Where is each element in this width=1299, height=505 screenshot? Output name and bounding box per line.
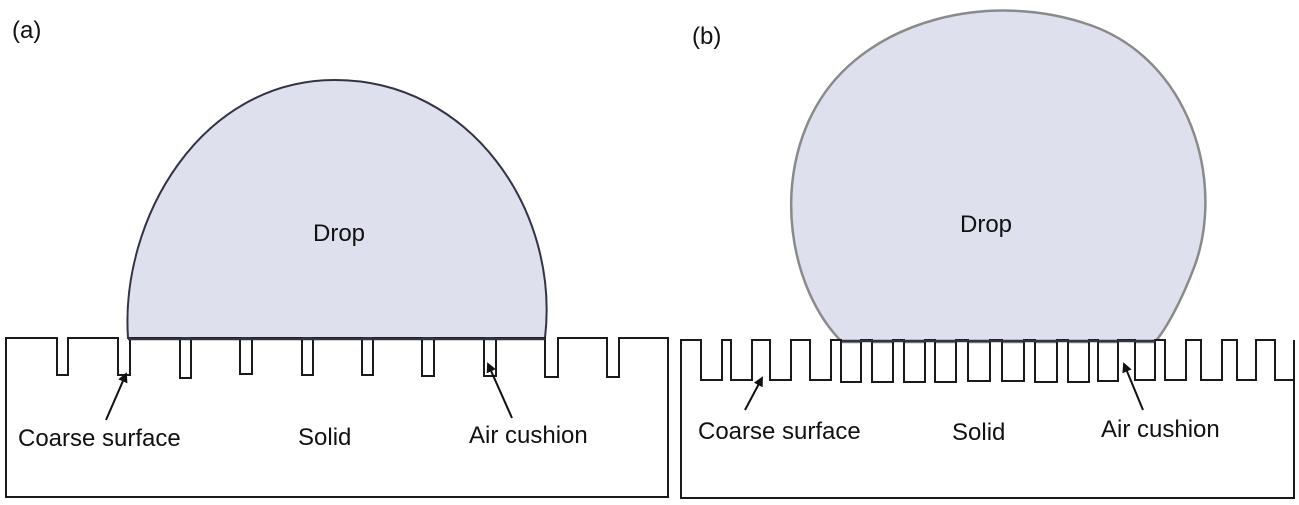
air-arrow-b xyxy=(1122,362,1144,411)
air-arrow-a xyxy=(486,362,513,419)
panel-b-label: (b) xyxy=(692,23,721,50)
coarse-surface-label-a: Coarse surface xyxy=(18,425,181,452)
coarse-arrow-a xyxy=(105,372,128,421)
drop-b-label: Drop xyxy=(960,211,1012,238)
solid-label-b: Solid xyxy=(952,419,1005,446)
panel-a: (a) Drop Coarse surface Solid Air cushio… xyxy=(5,17,669,498)
coarse-arrow-b xyxy=(744,376,763,411)
solid-b xyxy=(680,339,1295,499)
drop-a-label: Drop xyxy=(313,220,365,247)
air-cushion-label-a: Air cushion xyxy=(469,422,588,449)
solid-label-a: Solid xyxy=(298,424,351,451)
coarse-surface-label-b: Coarse surface xyxy=(698,418,861,445)
drop-a xyxy=(126,78,548,339)
solid-a xyxy=(5,337,669,498)
panel-b: (b) Drop Coarse surface Solid Air cushio… xyxy=(680,9,1295,499)
air-cushion-label-b: Air cushion xyxy=(1101,416,1220,443)
drop-b xyxy=(789,9,1207,344)
panel-a-label: (a) xyxy=(12,17,41,44)
